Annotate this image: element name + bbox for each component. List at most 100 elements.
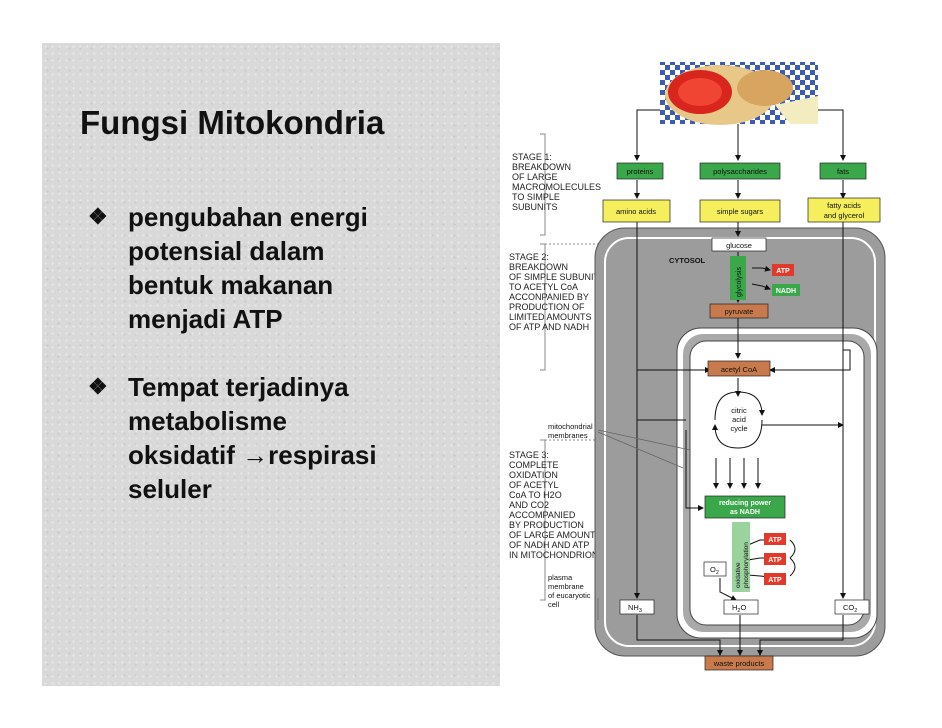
oxidative-line: oxidative: [735, 562, 742, 588]
stage-1-label: STAGE 1: BREAKDOWN OF LARGE MACROMOLECUL…: [512, 152, 601, 212]
bullet-1-line-4: menjadi ATP: [128, 304, 283, 334]
plasma-membrane-label: plasma membrane of eucaryotic cell: [548, 573, 591, 609]
oxygen-box: O2: [703, 561, 727, 577]
stage-2-line: OF SIMPLE SUBUNITS: [509, 272, 605, 282]
plasma-line: of eucaryotic: [548, 591, 591, 600]
plasma-line: plasma: [548, 573, 573, 582]
stage-3-line: ACCOMPANIED: [509, 510, 576, 520]
svg-text:O2: O2: [710, 565, 719, 576]
co2-box: CO2: [834, 599, 870, 615]
stage-1-line: OF LARGE: [512, 172, 558, 182]
mito-membranes-label: mitochondrial membranes: [548, 422, 593, 440]
stage-3-line: CoA TO H2O: [509, 490, 562, 500]
stage-2-line: STAGE 2:: [509, 252, 549, 262]
stage-1-line: STAGE 1:: [512, 152, 552, 162]
stage-1-line: SUBUNITS: [512, 202, 558, 212]
fats-box: fats: [819, 162, 867, 180]
svg-text:NH3: NH3: [628, 603, 642, 614]
nadh-box-glycolysis: NADH: [772, 284, 800, 296]
atp-label: ATP: [776, 268, 790, 275]
atp-label: ATP: [768, 537, 782, 544]
svg-text:CO2: CO2: [843, 603, 857, 614]
bullet-1-line-2: potensial dalam: [128, 236, 325, 266]
oxidative-line: phosphorylation: [743, 542, 750, 588]
stage-3-line: OF NADH AND ATP: [509, 540, 589, 550]
simple-sugars-box: simple sugars: [699, 199, 781, 223]
stage-2-line: ACCONPANIED BY: [509, 292, 589, 302]
glycolysis-label: glycolysis: [736, 267, 743, 297]
stage-3-label: STAGE 3: COMPLETE OXIDATION OF ACETYL Co…: [509, 450, 602, 560]
stage-2-label: STAGE 2: BREAKDOWN OF SIMPLE SUBUNITS TO…: [509, 252, 605, 332]
stage-3-line: COMPLETE: [509, 460, 559, 470]
citric-acid-cycle: citric acid cycle: [730, 406, 747, 433]
stage-2-line: PRODUCTION OF: [509, 302, 585, 312]
stage-3-line: OF LARGE AMOUNTS: [509, 530, 602, 540]
stage-1-line: MACROMOLECULES: [512, 182, 601, 192]
stage-3-line: OXIDATION: [509, 470, 558, 480]
fatty-acids-line: fatty acids: [827, 201, 861, 210]
atp-box-oxphos-3: ATP: [764, 573, 786, 585]
bullet-2-line-2: metabolisme: [128, 406, 287, 436]
h2o-label: H: [732, 603, 737, 612]
bullet-1-line-1: pengubahan energi: [128, 202, 368, 232]
co2-label: CO: [843, 603, 854, 612]
stage-2-line: OF ATP AND NADH: [509, 322, 589, 332]
atp-box-oxphos-2: ATP: [764, 553, 786, 565]
glucose-label: glucose: [726, 241, 752, 250]
o2-label: O: [710, 565, 716, 574]
stage-3-line: STAGE 3:: [509, 450, 549, 460]
atp-label: ATP: [768, 577, 782, 584]
bullet-1: ❖ pengubahan energi potensial dalam bent…: [88, 200, 368, 336]
h2o-subscript: 2: [737, 608, 740, 614]
stage-1-line: BREAKDOWN: [512, 162, 571, 172]
atp-box-glycolysis: ATP: [772, 264, 794, 276]
stage-2-line: TO ACETYL CoA: [509, 282, 578, 292]
stage-1-line: TO SIMPLE: [512, 192, 560, 202]
reducing-power-line: reducing power: [719, 500, 771, 507]
bullet-2-line-3: oksidatif →respirasi: [128, 440, 377, 470]
acetyl-coa-box: acetyl CoA: [707, 360, 771, 377]
pyruvate-label: pyruvate: [725, 307, 754, 316]
bullet-2-line-4: seluler: [128, 474, 212, 504]
stage-3-line: AND CO2: [509, 500, 549, 510]
stage-3-line: OF ACETYL: [509, 480, 559, 490]
h2o-box: H2O: [723, 599, 759, 615]
diamond-bullet-icon: ❖: [88, 374, 108, 399]
food-image: [660, 62, 818, 125]
co2-subscript: 2: [854, 608, 857, 614]
mito-membranes-line: membranes: [548, 431, 588, 440]
citric-line: citric: [731, 406, 747, 415]
citric-line: cycle: [730, 424, 747, 433]
fatty-acids-line: and glycerol: [824, 211, 865, 220]
atp-box-oxphos-1: ATP: [764, 533, 786, 545]
h2o-end: O: [740, 603, 746, 612]
proteins-label: proteins: [627, 167, 654, 176]
polysaccharides-label: polysaccharides: [713, 167, 767, 176]
amino-acids-box: amino acids: [602, 199, 671, 223]
stage-2-line: BREAKDOWN: [509, 262, 568, 272]
nadh-label: NADH: [776, 288, 796, 295]
nh3-label: NH: [628, 603, 639, 612]
pyruvate-box: pyruvate: [709, 303, 769, 319]
plasma-line: membrane: [548, 582, 584, 591]
amino-acids-label: amino acids: [616, 207, 656, 216]
polysaccharides-box: polysaccharides: [699, 162, 781, 180]
oxidative-phosphorylation-band: [732, 522, 750, 592]
glycolysis-band: [730, 256, 746, 300]
fats-label: fats: [837, 167, 849, 176]
slide-title: Fungsi Mitokondria: [80, 104, 385, 141]
mito-membranes-line: mitochondrial: [548, 422, 593, 431]
nh3-subscript: 3: [639, 608, 642, 614]
reducing-power-box: reducing power as NADH: [704, 495, 786, 519]
diamond-bullet-icon: ❖: [88, 204, 108, 229]
citric-line: acid: [732, 415, 746, 424]
stage-3-line: IN MITOCHONDRION: [509, 550, 598, 560]
acetyl-coa-label: acetyl CoA: [721, 365, 757, 374]
stage-2-line: LIMITED AMOUNTS: [509, 312, 592, 322]
plasma-line: cell: [548, 600, 560, 609]
reducing-power-line: as NADH: [730, 509, 760, 516]
bullet-2: ❖ Tempat terjadinya metabolisme oksidati…: [88, 370, 377, 506]
simple-sugars-label: simple sugars: [717, 207, 764, 216]
atp-label: ATP: [768, 557, 782, 564]
metabolism-diagram: STAGE 1: BREAKDOWN OF LARGE MACROMOLECUL…: [500, 40, 902, 690]
